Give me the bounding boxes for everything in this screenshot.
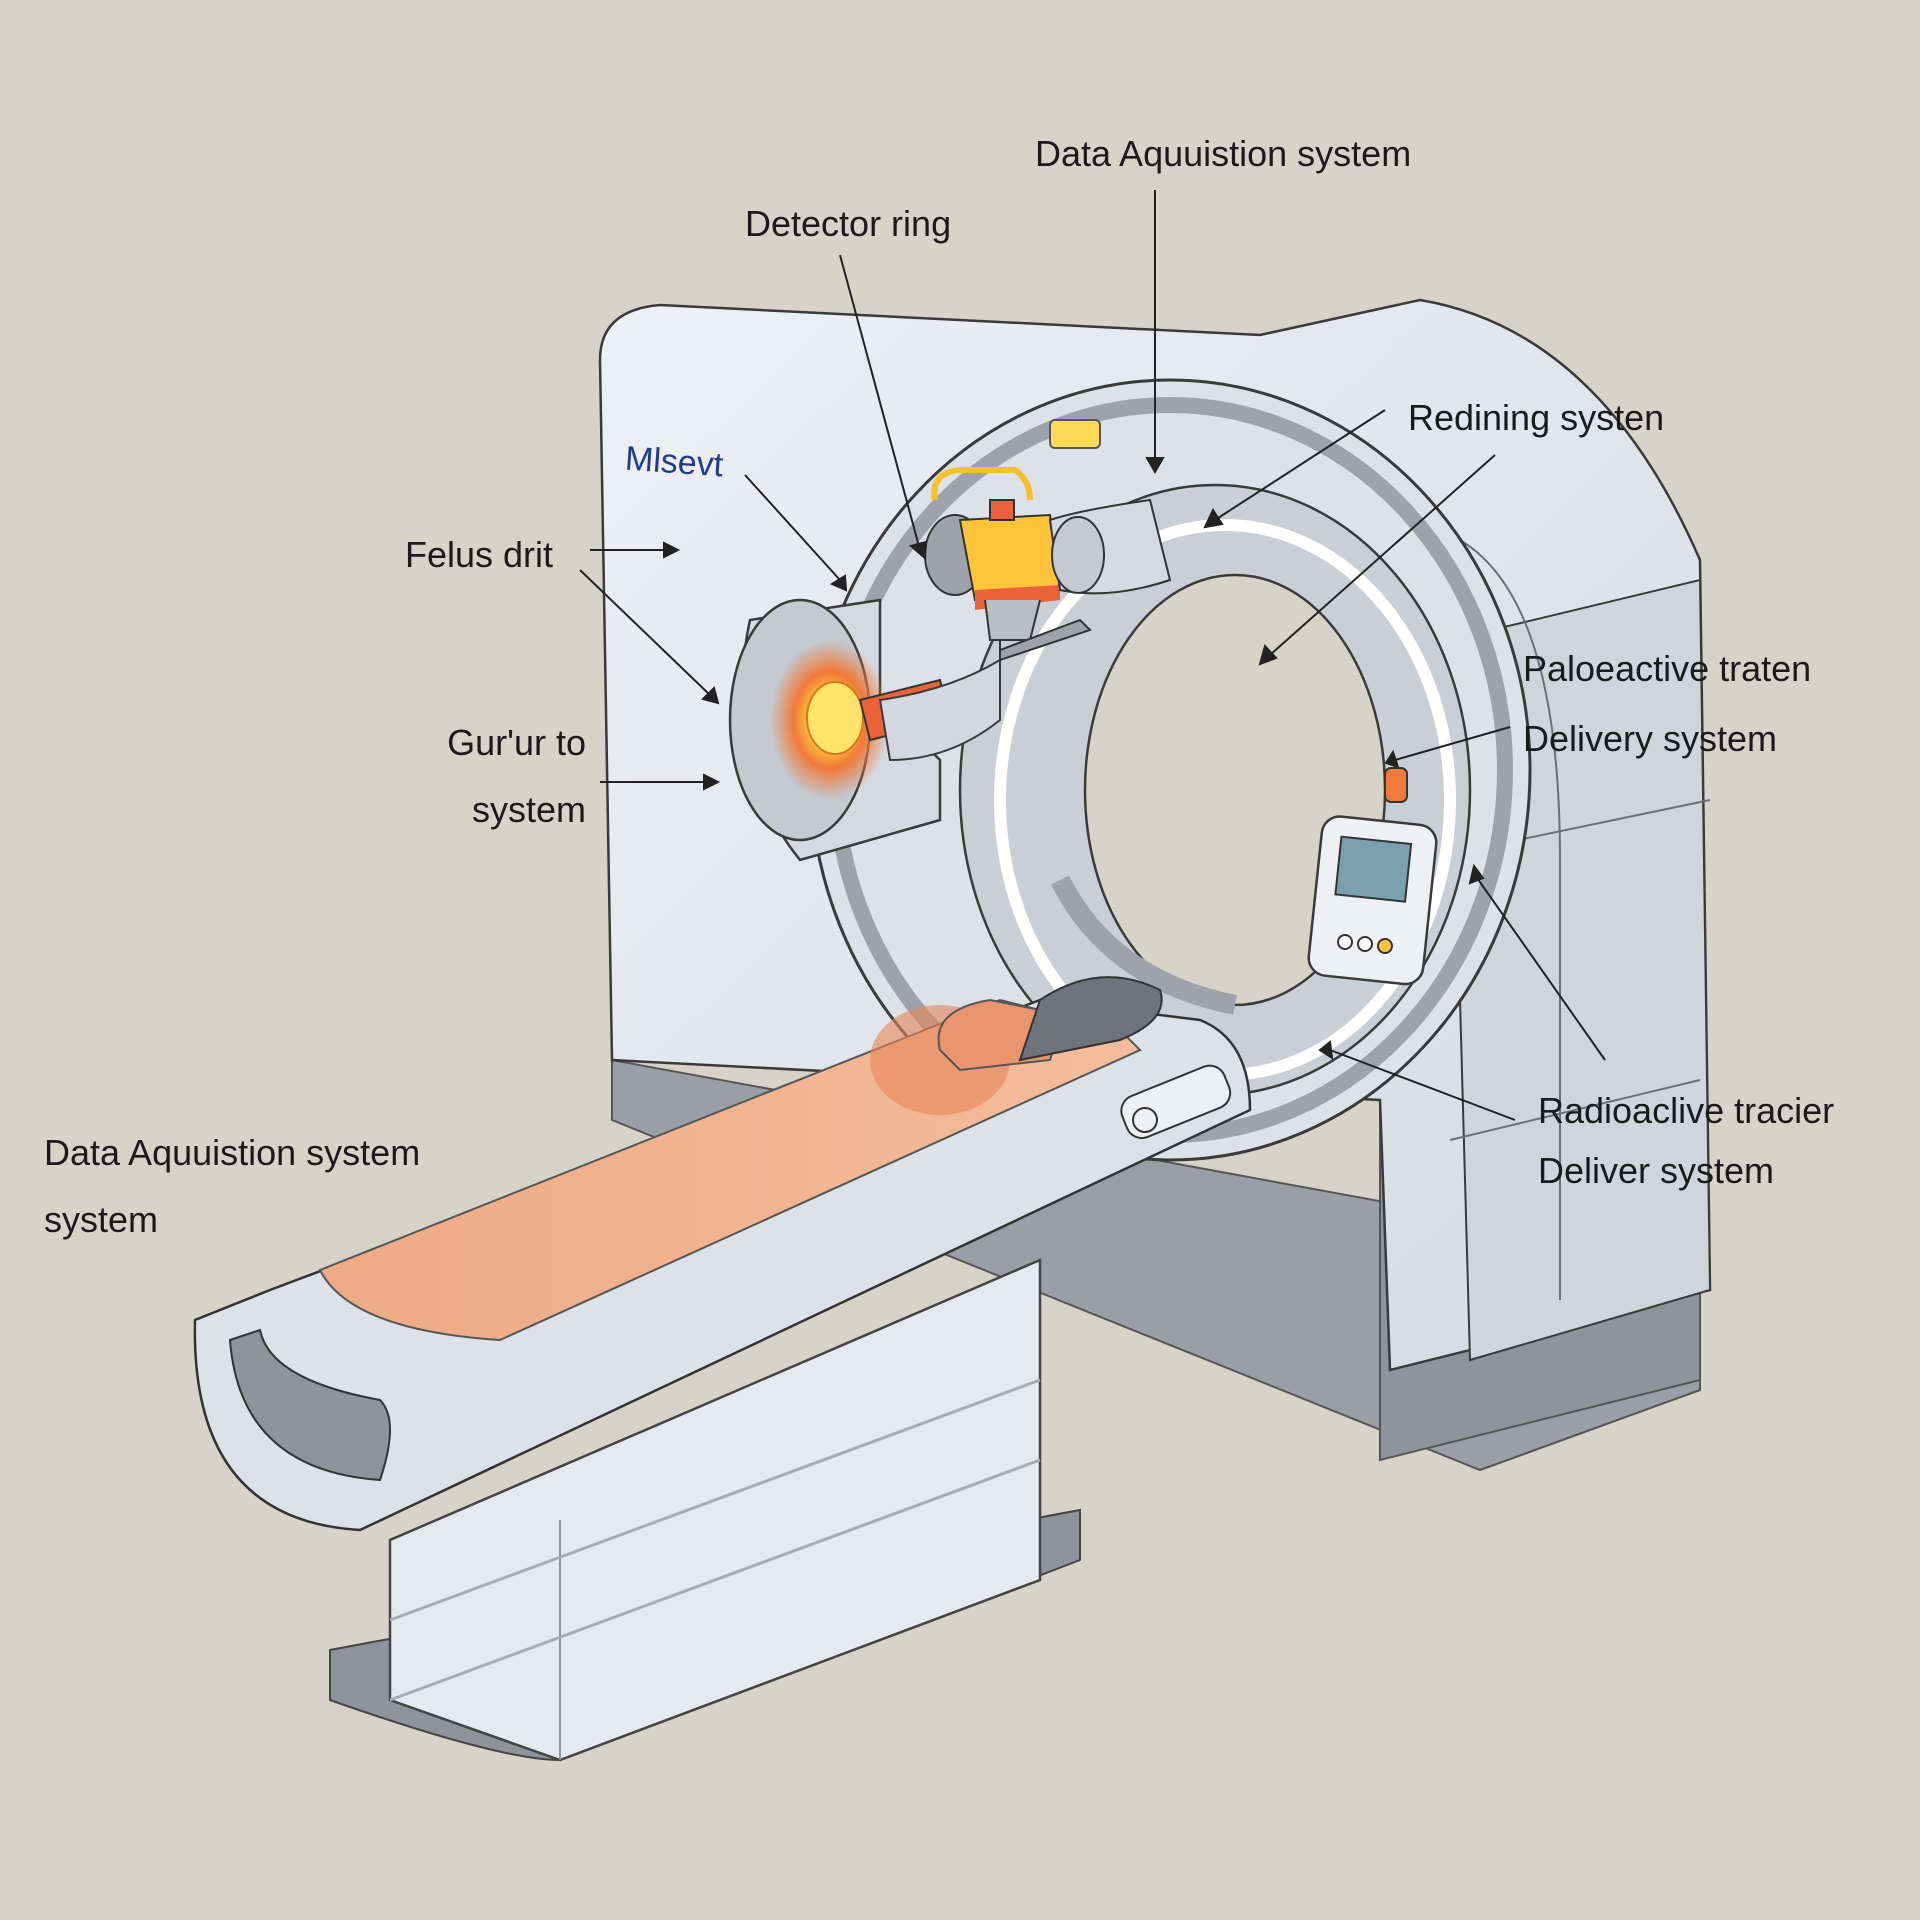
arrow-redining bbox=[1214, 409, 1386, 521]
label-paloeactive-line2: Delivery system bbox=[1523, 718, 1778, 759]
leader-arrows bbox=[579, 190, 1606, 1121]
arrow-detector-ring bbox=[839, 254, 921, 551]
yellow-indicator bbox=[1049, 419, 1101, 449]
label-radioactive-line2: Deliver system bbox=[1538, 1150, 1775, 1191]
label-radioactive-line1: Radioaclive tracier bbox=[1538, 1090, 1835, 1131]
label-gurur-line1: Gur'ur to bbox=[447, 722, 586, 763]
label-data-acquisition-top: Data Aquuistion system bbox=[1035, 133, 1412, 174]
orange-indicator bbox=[1384, 767, 1408, 803]
control-panel bbox=[1307, 815, 1438, 986]
label-data-acquisition-left-line1: Data Aquuistion system bbox=[44, 1132, 421, 1173]
arrow-felus-2 bbox=[579, 569, 711, 696]
label-gurur-line2: system bbox=[471, 789, 586, 830]
label-paloeactive-line1: Paloeactive traten bbox=[1523, 648, 1812, 689]
positioning-mechanism bbox=[924, 467, 1172, 662]
arrow-radioactive-2 bbox=[1474, 874, 1606, 1061]
label-detector-ring: Detector ring bbox=[745, 203, 952, 244]
arrow-paloeactive bbox=[1394, 726, 1511, 761]
detector-cutaway bbox=[728, 598, 1001, 862]
arrow-redining-2 bbox=[1269, 454, 1496, 656]
label-brand: Mlsevt bbox=[623, 439, 725, 485]
label-data-acquisition-left-line2: system bbox=[44, 1199, 159, 1240]
arrow-brand bbox=[744, 474, 841, 581]
patient-table bbox=[193, 976, 1252, 1762]
label-redining-system: Redining systen bbox=[1408, 397, 1665, 438]
label-felus-drit: Felus drit bbox=[405, 534, 554, 575]
arrow-radioactive-1 bbox=[1329, 1049, 1516, 1121]
